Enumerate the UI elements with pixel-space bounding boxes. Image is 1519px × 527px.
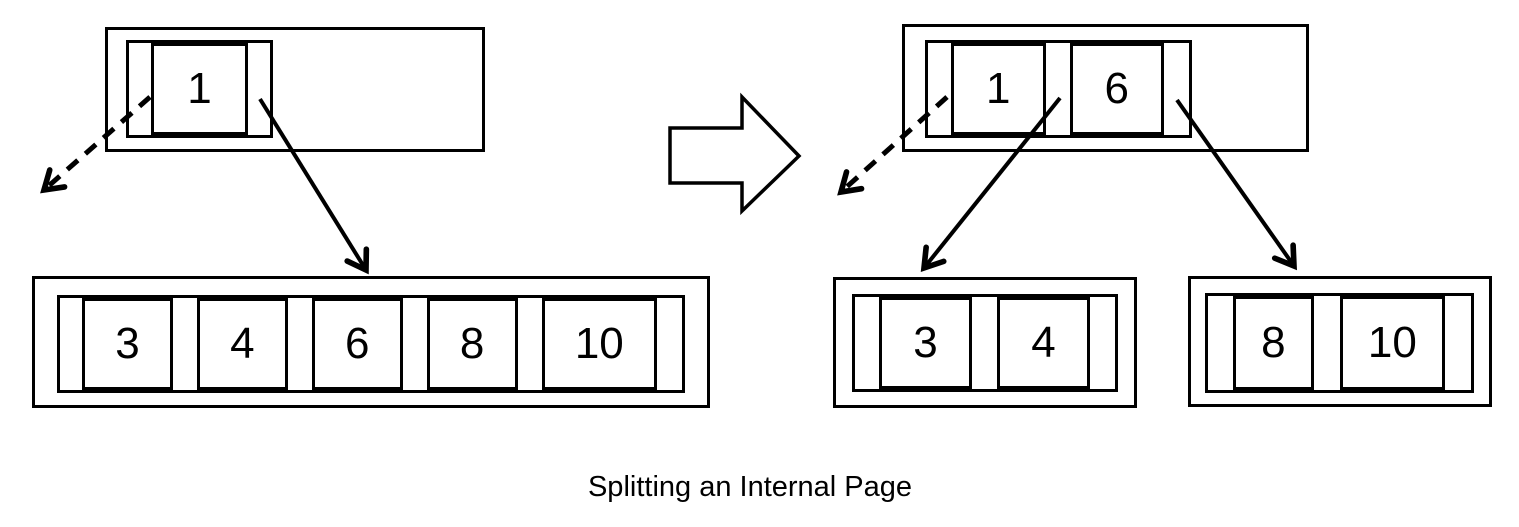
cell-row: 8 10 [1205,293,1474,393]
key-value: 3 [115,319,140,368]
key-value: 6 [1104,64,1129,113]
page-before-root: 1 [105,27,485,152]
key-value: 8 [459,319,485,368]
pointer-slot [928,43,951,135]
split-transform-arrow [668,92,802,216]
pointer-slot [60,298,82,390]
pointer-slot [172,298,197,390]
key-value: 4 [230,319,255,368]
key-value: 6 [345,319,370,368]
key-cell: 6 [311,298,403,390]
key-value: 8 [1261,318,1286,367]
key-value: 10 [1367,318,1417,367]
diagram-caption: Splitting an Internal Page [587,471,913,503]
page-after-root: 1 6 [902,24,1309,152]
key-value: 3 [913,318,938,367]
pointer-slot [1090,297,1115,389]
key-value: 10 [574,319,624,368]
key-cell: 10 [1339,296,1445,390]
key-cell: 8 [426,298,518,390]
key-cell: 4 [997,297,1090,389]
key-cell: 6 [1069,43,1164,135]
key-value: 1 [187,64,212,113]
pointer-slot [1208,296,1233,390]
page-before-leaf: 3 4 6 8 10 [32,276,710,408]
key-value: 1 [986,64,1011,113]
pointer-slot [248,43,270,135]
key-value: 4 [1031,318,1056,367]
pointer-slot [1313,296,1340,390]
pointer-slot [1045,43,1070,135]
pointer-slot [855,297,879,389]
key-cell: 8 [1233,296,1314,390]
pointer-slot [129,43,151,135]
key-cell: 10 [541,298,657,390]
pointer-slot [402,298,427,390]
cell-row: 3 4 [852,294,1118,392]
key-cell: 1 [151,43,248,135]
key-cell: 3 [879,297,972,389]
key-cell: 1 [951,43,1046,135]
pointer-slot [972,297,997,389]
pointer-slot [287,298,312,390]
page-after-right-leaf: 8 10 [1188,276,1492,407]
pointer-slot [1445,296,1471,390]
pointer-slot [517,298,542,390]
pointer-slot [1164,43,1189,135]
cell-row: 1 [126,40,273,138]
page-after-left-leaf: 3 4 [833,277,1137,408]
key-cell: 3 [82,298,173,390]
cell-row: 1 6 [925,40,1192,138]
key-cell: 4 [196,298,288,390]
cell-row: 3 4 6 8 10 [57,295,685,393]
pointer-slot [657,298,682,390]
